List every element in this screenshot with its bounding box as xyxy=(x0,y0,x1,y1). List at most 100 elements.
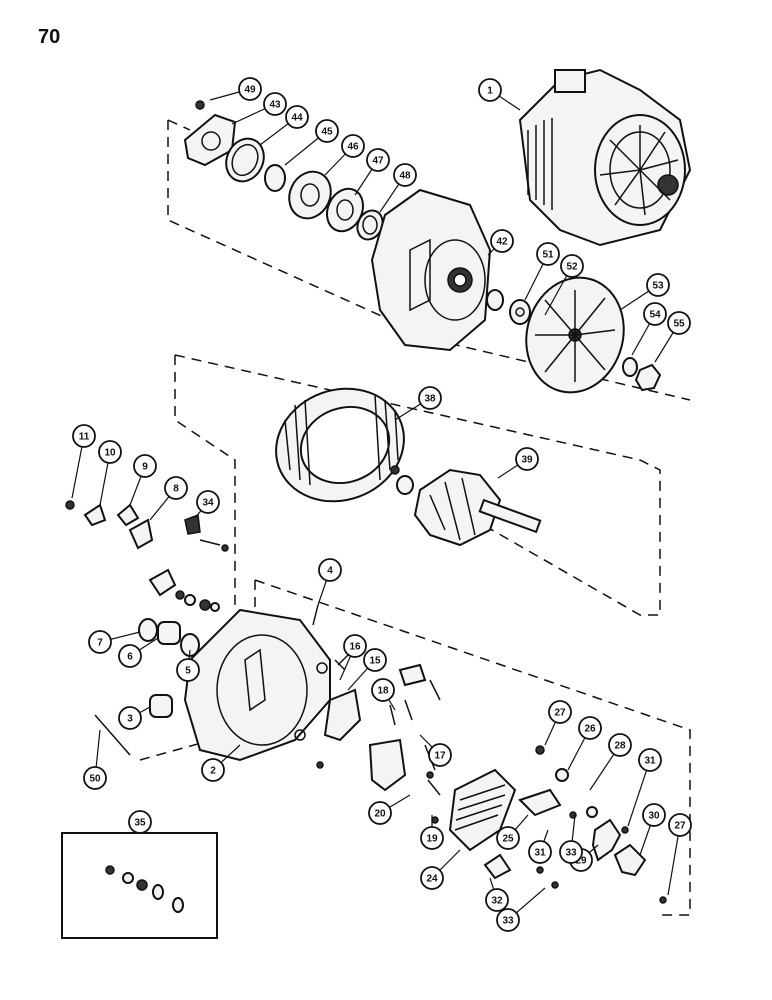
brush-holder-parts xyxy=(323,654,441,796)
callouts: 1234567891011151617181920242526272728293… xyxy=(71,77,692,932)
callout-circle xyxy=(393,163,417,187)
callout-c9: 9 xyxy=(129,454,157,506)
callout-c45: 45 xyxy=(284,119,339,166)
callout-circle xyxy=(368,801,392,825)
callout-number: 33 xyxy=(565,848,577,859)
callout-circle xyxy=(133,454,157,478)
callout-c46: 46 xyxy=(324,134,365,176)
callout-c34: 34 xyxy=(194,490,220,519)
callout-circle xyxy=(496,826,520,850)
callout-circle xyxy=(428,743,452,767)
callout-number: 42 xyxy=(496,237,508,248)
slip-ring-end-frame xyxy=(94,604,331,762)
callout-circle xyxy=(343,634,367,658)
callout-c5: 5 xyxy=(176,649,200,682)
callout-c54: 54 xyxy=(631,302,667,356)
callout-number: 19 xyxy=(426,834,438,845)
callout-c31a: 31 xyxy=(627,748,662,827)
callout-number: 34 xyxy=(202,498,214,509)
callout-c55: 55 xyxy=(654,311,691,363)
callout-c30: 30 xyxy=(639,803,666,856)
callout-number: 17 xyxy=(434,751,446,762)
callout-c52: 52 xyxy=(544,254,584,316)
callout-number: 43 xyxy=(269,100,281,111)
callout-c10: 10 xyxy=(98,440,122,506)
callout-c26: 26 xyxy=(567,716,602,771)
callout-number: 4 xyxy=(327,566,333,577)
callout-number: 18 xyxy=(377,686,389,697)
callout-c25: 25 xyxy=(496,814,529,850)
callout-c3: 3 xyxy=(118,706,151,730)
callout-c44: 44 xyxy=(259,105,309,146)
page-number: 70 xyxy=(38,26,61,48)
callout-circle xyxy=(515,447,539,471)
callout-c39: 39 xyxy=(497,447,539,479)
callout-number: 31 xyxy=(534,848,546,859)
callout-circle xyxy=(646,273,670,297)
callout-c33a: 33 xyxy=(559,814,583,864)
kit-box xyxy=(61,832,218,939)
callout-circle xyxy=(176,658,200,682)
callout-number: 20 xyxy=(374,809,386,820)
callout-number: 16 xyxy=(349,642,361,653)
callout-c50: 50 xyxy=(83,729,107,790)
callout-circle xyxy=(638,748,662,772)
rectifier-bridge-parts xyxy=(316,745,667,904)
callout-c27b: 27 xyxy=(667,813,692,896)
callout-circle xyxy=(668,813,692,837)
alternator-assembly xyxy=(518,68,692,247)
callout-circle xyxy=(667,311,691,335)
callout-number: 9 xyxy=(142,462,148,473)
stator xyxy=(275,387,405,503)
callout-c47: 47 xyxy=(354,148,390,196)
callout-c48: 48 xyxy=(379,163,417,213)
callout-number: 26 xyxy=(584,724,596,735)
callout-number: 38 xyxy=(424,394,436,405)
callout-circle xyxy=(536,242,560,266)
callout-c24: 24 xyxy=(420,849,461,890)
callout-c15: 15 xyxy=(347,648,387,691)
callout-number: 52 xyxy=(566,262,578,273)
callout-number: 33 xyxy=(502,916,514,927)
callout-circle xyxy=(478,78,502,102)
callout-c4: 4 xyxy=(317,558,342,606)
callout-circle xyxy=(263,92,287,116)
callout-number: 35 xyxy=(134,818,146,829)
callout-number: 7 xyxy=(97,638,103,649)
callout-circle xyxy=(318,558,342,582)
callout-circle xyxy=(418,386,442,410)
callout-number: 30 xyxy=(648,811,660,822)
callout-c20: 20 xyxy=(368,794,411,825)
callout-c16: 16 xyxy=(339,634,367,681)
callout-c35: 35 xyxy=(128,810,152,834)
callout-circle xyxy=(196,490,220,514)
callout-c27a: 27 xyxy=(544,700,572,746)
callout-circle xyxy=(72,424,96,448)
callout-circle xyxy=(371,678,395,702)
callout-number: 47 xyxy=(372,156,384,167)
callout-number: 46 xyxy=(347,142,359,153)
callout-number: 29 xyxy=(575,856,587,867)
callout-circle xyxy=(238,77,262,101)
front-bearing-parts xyxy=(183,100,384,241)
callout-circle xyxy=(608,733,632,757)
callout-c8: 8 xyxy=(149,476,188,521)
callout-number: 24 xyxy=(426,874,438,885)
callout-circle xyxy=(528,840,552,864)
callout-circle xyxy=(201,758,225,782)
callout-number: 11 xyxy=(79,432,90,443)
callout-circle xyxy=(164,476,188,500)
callout-number: 49 xyxy=(244,85,256,96)
pulley-and-washers xyxy=(486,276,662,394)
callout-c6: 6 xyxy=(118,637,159,668)
callout-number: 28 xyxy=(614,741,626,752)
callout-number: 5 xyxy=(185,666,191,677)
callout-c49: 49 xyxy=(209,77,262,101)
drive-end-frame xyxy=(370,188,492,352)
callout-c1: 1 xyxy=(478,78,521,111)
callout-number: 15 xyxy=(369,656,381,667)
callout-circle xyxy=(83,766,107,790)
callout-c33b: 33 xyxy=(496,887,546,932)
callout-number: 2 xyxy=(210,766,216,777)
